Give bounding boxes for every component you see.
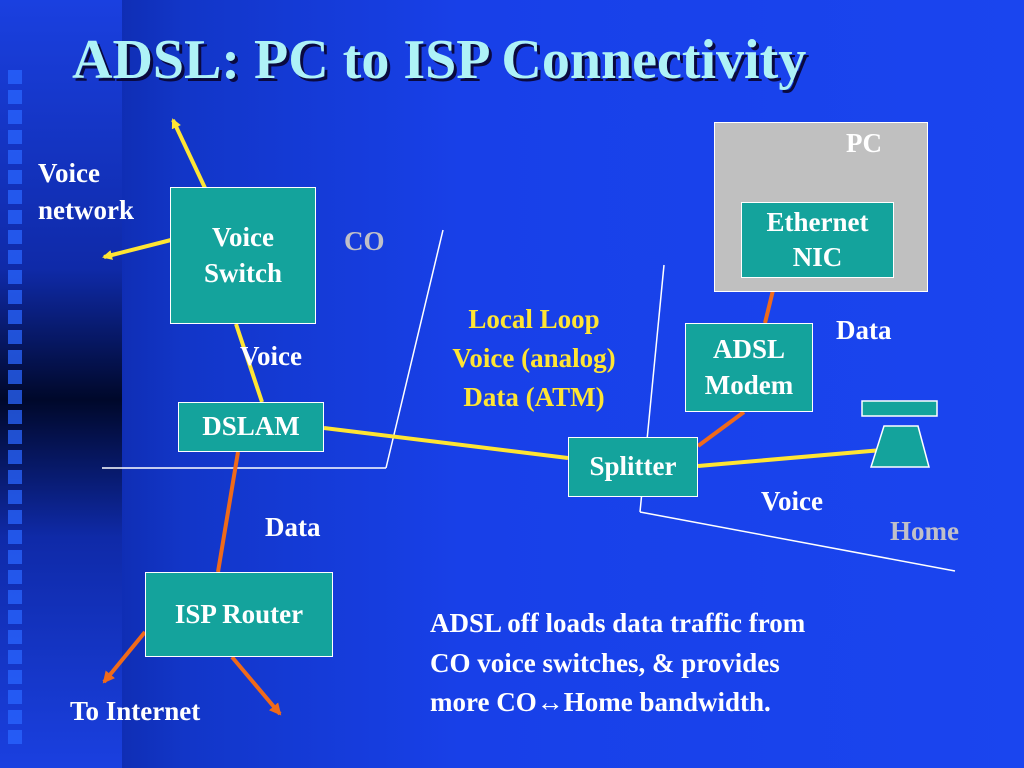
decor-square <box>8 450 22 464</box>
decor-square <box>8 370 22 384</box>
voice-switch-box: Voice Switch <box>170 187 316 324</box>
voice-label-left: Voice <box>240 341 302 371</box>
data-label-right: Data <box>836 315 892 345</box>
decor-square <box>8 330 22 344</box>
left-square-column <box>0 0 30 768</box>
data-link-dslam-router <box>216 451 240 573</box>
data-label-left: Data <box>265 512 321 542</box>
decor-square <box>8 170 22 184</box>
internet-arrow-right <box>230 655 282 716</box>
dslam-label: DSLAM <box>202 411 300 442</box>
decor-square <box>8 410 22 424</box>
co-label: CO <box>344 226 385 256</box>
isp-router-label: ISP Router <box>174 598 304 629</box>
data-link-splitter-modem <box>696 410 746 448</box>
decor-square <box>8 570 22 584</box>
decor-square <box>8 350 22 364</box>
decor-square <box>8 190 22 204</box>
phone-base <box>869 425 930 468</box>
decor-square <box>8 690 22 704</box>
summary-note: ADSL off loads data traffic from CO voic… <box>430 608 806 718</box>
voice-network-arrow-up <box>171 118 207 189</box>
voice-label-right: Voice <box>761 486 823 516</box>
voice-link-splitter-phone <box>697 448 883 468</box>
decor-square <box>8 150 22 164</box>
decor-square <box>8 490 22 504</box>
co-boundary-slant <box>385 229 444 469</box>
isp-router-box: ISP Router <box>145 572 333 657</box>
local-loop-label: Local Loop Voice (analog) Data (ATM) <box>452 304 616 413</box>
decor-square <box>8 230 22 244</box>
decor-square <box>8 510 22 524</box>
decor-square <box>8 730 22 744</box>
decor-square <box>8 430 22 444</box>
dslam-box: DSLAM <box>178 402 324 452</box>
decor-square <box>8 630 22 644</box>
decor-square <box>8 290 22 304</box>
decor-square <box>8 210 22 224</box>
voice-switch-label: Voice Switch <box>203 222 282 288</box>
decor-square <box>8 590 22 604</box>
decor-square <box>8 110 22 124</box>
internet-arrow-left <box>102 630 147 684</box>
adsl-modem-label: ADSL Modem <box>704 334 794 400</box>
phone-handset <box>861 400 938 417</box>
home-label: Home <box>890 516 959 546</box>
ethernet-nic-box: Ethernet NIC <box>741 202 894 278</box>
decor-square <box>8 710 22 724</box>
voice-network-arrow-left <box>102 238 172 260</box>
local-loop-line <box>323 426 569 460</box>
home-boundary-slant <box>639 511 956 572</box>
decor-square <box>8 250 22 264</box>
slide-title: ADSL: PC to ISP Connectivity <box>72 29 807 91</box>
decor-square <box>8 610 22 624</box>
decor-square <box>8 270 22 284</box>
decor-square <box>8 530 22 544</box>
splitter-label: Splitter <box>589 451 677 482</box>
decor-square <box>8 70 22 84</box>
voice-network-label: Voice network <box>38 158 134 226</box>
decor-square <box>8 130 22 144</box>
decor-square <box>8 470 22 484</box>
decor-square <box>8 550 22 564</box>
ethernet-nic-label: Ethernet NIC <box>766 206 869 272</box>
pc-label: PC <box>846 128 882 158</box>
splitter-box: Splitter <box>568 437 698 497</box>
decor-square <box>8 90 22 104</box>
decor-square <box>8 310 22 324</box>
decor-square <box>8 650 22 664</box>
to-internet-label: To Internet <box>70 696 201 726</box>
adsl-modem-box: ADSL Modem <box>685 323 813 412</box>
voice-link-switch-dslam <box>234 323 264 403</box>
decor-square <box>8 670 22 684</box>
decor-square <box>8 390 22 404</box>
